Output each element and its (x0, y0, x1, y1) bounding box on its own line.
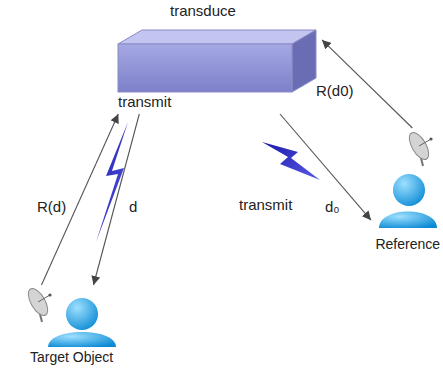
signal-note: transmit (238, 196, 293, 213)
signal-arrow (94, 114, 140, 285)
edge-label: d₀ (324, 198, 341, 215)
lightning-bolt (96, 122, 128, 242)
box-front-face (118, 44, 292, 92)
node-label: transduce (170, 2, 236, 19)
box-side-face (292, 30, 316, 92)
node-label: Reference (375, 236, 440, 252)
person-head (393, 174, 425, 206)
node-label: Target Object (30, 349, 113, 365)
person-head (66, 298, 98, 330)
target-person: Target Object (22, 285, 152, 367)
signal-arrow (280, 114, 371, 220)
lightning-bolt (262, 142, 320, 180)
edge-label: R(d0) (315, 82, 355, 99)
dish-antenna (24, 286, 51, 322)
reference-person: Reference (371, 128, 440, 256)
box-top-face (118, 30, 316, 44)
edge-label: R(d) (36, 198, 67, 215)
transducer-box: transduce transmit (112, 0, 322, 114)
person-body (379, 212, 437, 229)
edge-label: d (128, 198, 138, 215)
dish-antenna (405, 130, 432, 166)
node-sublabel: transmit (118, 93, 171, 110)
person-body (48, 332, 116, 347)
